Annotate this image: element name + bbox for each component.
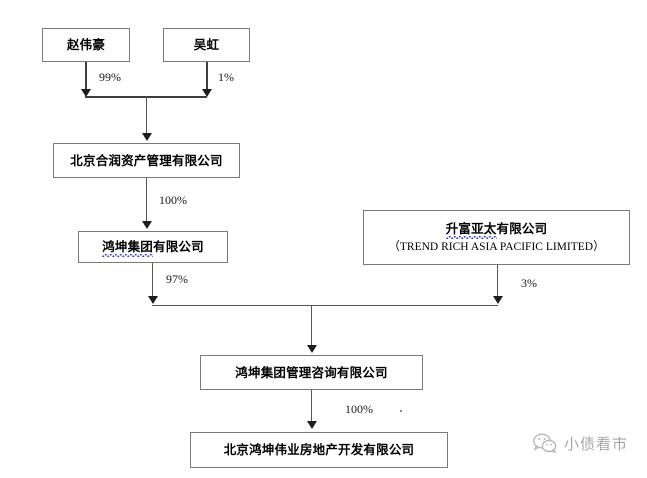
edge-label-99: 99%: [99, 70, 121, 84]
spellcheck-underlined-text: 升富亚太: [445, 221, 497, 239]
edge-hongkun-arrowhead: [142, 221, 152, 229]
node-beijing-herun-asset-management: 北京合润资产管理有限公司: [53, 143, 240, 178]
node-label: 吴虹: [193, 37, 220, 53]
edge-hongkun-97-arrowhead: [148, 296, 158, 304]
edge-zhao-arrowhead: [81, 89, 91, 97]
node-label: 鸿坤集团管理咨询有限公司: [235, 364, 388, 380]
node-label: 北京合润资产管理有限公司: [70, 152, 223, 168]
node-hongkun-group-management-consulting: 鸿坤集团管理咨询有限公司: [200, 355, 423, 390]
edge-consulting-to-weiye-line: [311, 390, 312, 423]
edge-trendrich-to-junction-line: [497, 265, 498, 299]
spellcheck-underlined-text: 鸿坤集团: [102, 239, 153, 257]
node-trend-rich-asia-pacific: 升富亚太有限公司 （TREND RICH ASIA PACIFIC LIMITE…: [363, 210, 630, 265]
node-label-rest: 有限公司: [496, 221, 548, 236]
node-label-english: （TREND RICH ASIA PACIFIC LIMITED）: [388, 240, 605, 253]
edge-junction-to-herun-line: [146, 96, 147, 134]
edge-zhao-to-junction-line: [85, 62, 87, 92]
edge-junction-to-consulting-line: [311, 305, 312, 347]
subsidiary-junction-bar: [152, 305, 498, 306]
watermark-text: 小债看市: [564, 435, 629, 453]
edge-hongkun-to-junction-line: [152, 263, 153, 299]
node-label: 鸿坤集团有限公司: [102, 239, 204, 257]
node-label-rest: 有限公司: [153, 239, 204, 255]
edge-herun-arrowhead: [142, 133, 152, 141]
edge-label-3: 3%: [521, 276, 537, 290]
node-zhao-weihao: 赵伟豪: [42, 28, 130, 62]
node-label: 升富亚太有限公司: [445, 221, 548, 239]
watermark: 小债看市: [533, 433, 628, 454]
node-beijing-hongkun-weiye-real-estate: 北京鸿坤伟业房地产开发有限公司: [190, 432, 448, 468]
node-hongkun-group: 鸿坤集团有限公司: [78, 231, 228, 263]
node-label: 赵伟豪: [66, 37, 106, 53]
scan-artifact-speck: [400, 410, 402, 412]
edge-label-100-consulting-weiye: 100%: [345, 402, 373, 416]
edge-herun-to-hongkun-line: [146, 178, 147, 223]
edge-trendrich-3-arrowhead: [493, 296, 503, 304]
edge-label-100-herun-hongkun: 100%: [159, 193, 187, 207]
edge-wuhong-to-junction-line: [206, 62, 208, 92]
edge-consulting-arrowhead: [307, 345, 317, 353]
edge-label-1: 1%: [218, 70, 234, 84]
wechat-icon: [533, 433, 557, 454]
edge-weiye-arrowhead: [307, 421, 317, 429]
edge-label-97: 97%: [166, 272, 188, 286]
edge-wuhong-arrowhead: [202, 89, 212, 97]
node-wu-hong: 吴虹: [163, 28, 250, 62]
node-label: 北京鸿坤伟业房地产开发有限公司: [223, 442, 415, 458]
